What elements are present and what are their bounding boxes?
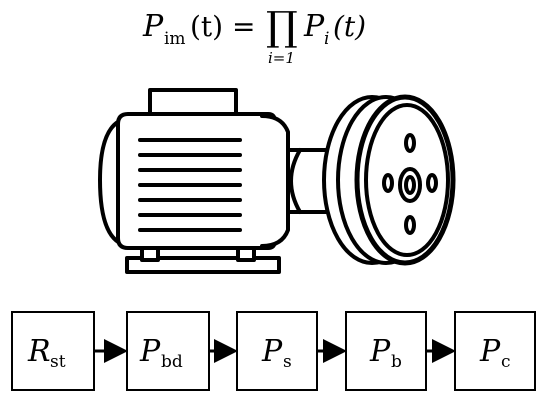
block-ps-subscript: s (283, 352, 292, 372)
flywheel-bolt-right (426, 173, 438, 193)
block-pc-symbol: P (479, 334, 501, 369)
block-pb (345, 311, 427, 391)
block-rst-symbol: R (27, 334, 51, 369)
flywheel-inner (364, 103, 450, 257)
formula-lhs-subscript: im (164, 29, 186, 49)
reliability-block-chain: R st P bd P s P b P c (11, 311, 536, 391)
block-rst-subscript: st (50, 352, 66, 372)
formula-rhs-symbol: P (303, 9, 325, 44)
flywheel-bolt-top (404, 133, 416, 153)
flywheel-bolt-left (382, 173, 394, 193)
block-pc (454, 311, 536, 391)
formula-lhs-arg: (t) = (190, 10, 255, 43)
cooling-fins (138, 138, 242, 232)
block-pb-subscript: b (391, 352, 402, 372)
front-flange (260, 114, 290, 248)
block-pbd-symbol: P (139, 334, 161, 369)
flywheel-hub-inner (404, 175, 416, 195)
block-pb-symbol: P (369, 334, 391, 369)
flywheel-hub (398, 167, 422, 203)
block-ps (236, 311, 318, 391)
block-pc-subscript: c (501, 352, 511, 372)
flywheel-bolt-bottom (404, 215, 416, 235)
motor-body (116, 112, 277, 250)
formula-product-lower: i=1 (268, 49, 295, 67)
reliability-formula: P im (t) = ∏ i=1 P i (t) (142, 4, 366, 67)
formula-product-symbol: ∏ (266, 4, 298, 50)
block-pbd (126, 311, 210, 391)
formula-lhs-symbol: P (142, 9, 164, 44)
electric-motor-icon (98, 88, 456, 274)
block-ps-symbol: P (261, 334, 283, 369)
formula-rhs-arg: (t) (333, 10, 366, 43)
block-pbd-subscript: bd (161, 352, 183, 372)
block-rst (11, 311, 95, 391)
formula-rhs-subscript: i (324, 29, 329, 49)
shaft-shading (289, 148, 302, 214)
